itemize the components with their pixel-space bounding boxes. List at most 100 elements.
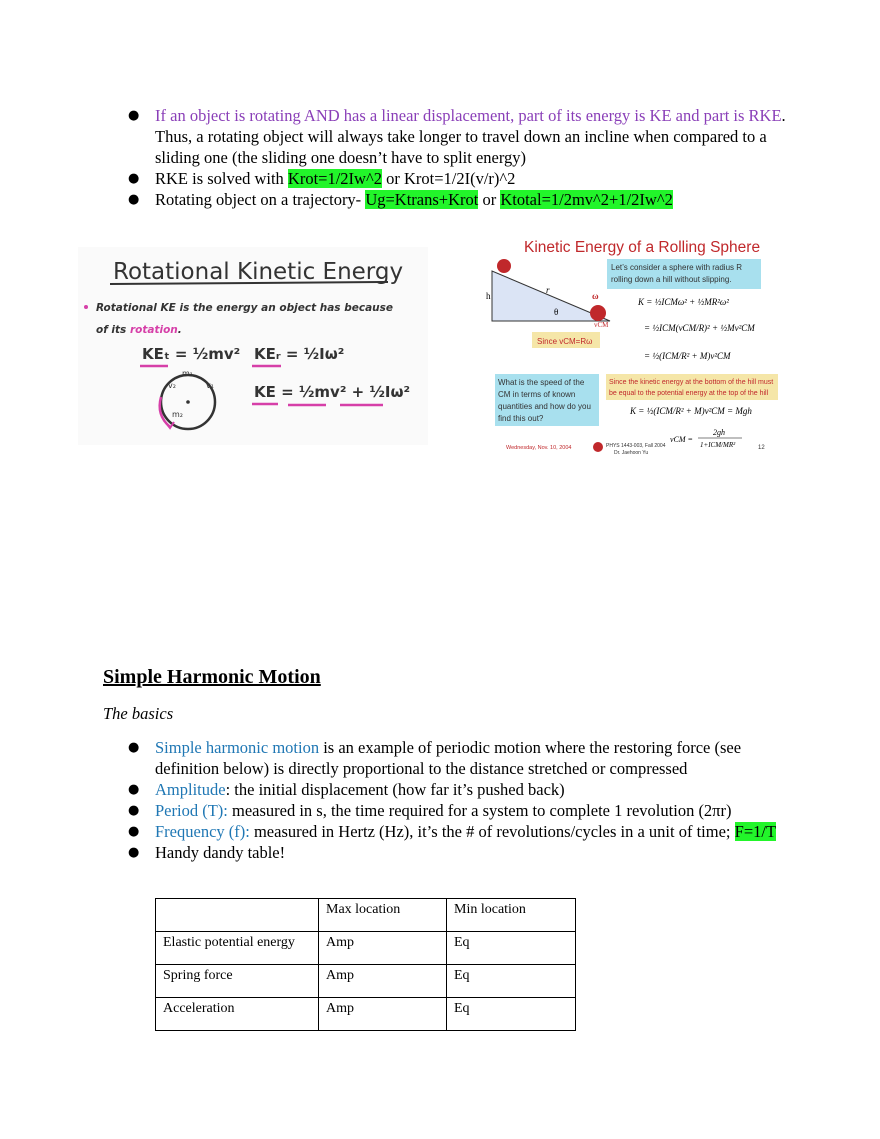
term-text: Amplitude [155, 780, 226, 799]
bullet-icon: ● [128, 824, 140, 839]
rke-line2: of its rotation. [96, 324, 182, 336]
ke-trans-formula: KEₜ = ½mv² [142, 345, 240, 363]
equation: = ½ICM(vCM/R)² + ½Mv²CM [644, 323, 755, 333]
slide-footer-name: Dr. Jaehoon Yu [614, 450, 648, 456]
bullet-text: is an example of periodic motion where t… [155, 738, 742, 778]
highlighted-formula: F=1/T [734, 822, 777, 841]
bullet-text: or [478, 190, 501, 209]
bullet-icon: ● [128, 192, 140, 207]
bullet-text: Rotating object on a trajectory- [155, 190, 366, 209]
table-row: Elastic potential energy Amp Eq [155, 931, 576, 965]
bullet-text: : the initial displacement (how far it’s… [225, 780, 565, 799]
ke-total-formula: KE = ½mv² + ½Iω² [254, 383, 410, 401]
table-row: Spring force Amp Eq [155, 964, 576, 998]
highlighted-formula: Ktotal=1/2mv^2+1/2Iw^2 [500, 190, 673, 209]
ke-rot-formula: KEᵣ = ½Iω² [254, 345, 344, 363]
mass-label: m₂ [172, 410, 183, 419]
slide-question-line: CM in terms of known [498, 390, 575, 399]
highlighted-formula: Ug=Ktrans+Krot [365, 190, 479, 209]
equation: vCM = [670, 435, 693, 444]
section-subtitle: The basics [103, 704, 174, 723]
table-cell: Eq [446, 964, 576, 998]
bullet-text: Handy dandy table! [155, 843, 286, 862]
bullet-text: RKE is solved with [155, 169, 288, 188]
table-cell: Spring force [155, 964, 319, 998]
list-item: ● RKE is solved with Krot=1/2Iw^2 or Kro… [128, 168, 788, 189]
table-cell: Elastic potential energy [155, 931, 319, 965]
table-cell: Min location [446, 898, 576, 932]
bullet-icon: ● [128, 845, 140, 860]
bullet-icon: ● [128, 782, 140, 797]
rolling-sphere-image: Kinetic Energy of a Rolling Sphere Let’s… [480, 233, 790, 461]
equation-numerator: 2gh [713, 428, 725, 437]
table-cell: Eq [446, 997, 576, 1031]
equation: K = ½(ICM/R² + M)v²CM = Mgh [629, 406, 752, 416]
bullet-text: . Thus, a rotating object will always ta… [155, 106, 786, 167]
velocity-label: v₁ [206, 381, 214, 390]
slide-title: Kinetic Energy of a Rolling Sphere [524, 239, 760, 256]
table-header-row: Max location Min location [155, 898, 576, 932]
table-cell: Eq [446, 931, 576, 965]
table-cell: Amp [318, 931, 447, 965]
bullet-highlight-text: If an object is rotating AND has a linea… [155, 106, 782, 125]
radius-label: r [546, 285, 550, 295]
table-cell: Amp [318, 997, 447, 1031]
slide-question-line: What is the speed of the [498, 378, 585, 387]
list-item: ● Handy dandy table! [128, 842, 788, 863]
bullet-icon: ● [128, 803, 140, 818]
rke-title: Rotational Kinetic Energy [113, 259, 403, 285]
bullet-text: measured in s, the time required for a s… [227, 801, 732, 820]
bullet-text: measured in Hertz (Hz), it’s the # of re… [249, 822, 735, 841]
table-cell [155, 898, 319, 932]
mass-label: m₁ [182, 369, 193, 378]
angle-label: θ [554, 307, 558, 317]
rotational-ke-illustration: Rotational Kinetic Energy Rotational KE … [84, 259, 410, 431]
rolling-sphere-slide: Kinetic Energy of a Rolling Sphere Let’s… [486, 239, 778, 456]
slide-question-line: quantities and how do you [498, 402, 591, 411]
shm-bullet-list: ● Simple harmonic motion is an example o… [128, 737, 788, 863]
bullet-icon: ● [128, 108, 140, 123]
list-item: ● Period (T): measured in s, the time re… [128, 800, 788, 821]
slide-page-number: 12 [758, 445, 765, 451]
list-item: ● Amplitude: the initial displacement (h… [128, 779, 788, 800]
equation: K = ½ICMω² + ½MR²ω² [637, 297, 729, 307]
bullet-icon: ● [128, 171, 140, 186]
term-text: Period (T): [155, 801, 228, 820]
slide-footer-date: Wednesday, Nov. 10, 2004 [506, 445, 571, 451]
omega-label: ω [592, 291, 599, 301]
list-item: ● Rotating object on a trajectory- Ug=Kt… [128, 189, 788, 210]
highlighted-formula: Krot=1/2Iw^2 [287, 169, 382, 188]
list-item: ● If an object is rotating AND has a lin… [128, 105, 788, 168]
table-cell: Amp [318, 964, 447, 998]
equation: = ½(ICM/R² + M)v²CM [644, 351, 731, 361]
slide-answer-line: be equal to the potential energy at the … [609, 390, 769, 397]
velocity-label: v₂ [168, 381, 176, 390]
bullet-icon: ● [128, 740, 140, 755]
slide-answer-line: Since the kinetic energy at the bottom o… [609, 379, 773, 386]
term-text: Frequency (f): [155, 822, 250, 841]
rotational-ke-image: Rotational Kinetic Energy Rotational KE … [78, 247, 428, 445]
height-label: h [486, 291, 491, 301]
energy-bullet-list: ● If an object is rotating AND has a lin… [128, 105, 788, 210]
slide-note-line: Let’s consider a sphere with radius R [611, 263, 742, 272]
sphere-icon [590, 305, 606, 321]
slide-note-line: rolling down a hill without slipping. [611, 275, 732, 284]
university-seal-icon [593, 442, 603, 452]
bullet-text: or Krot=1/2I(v/r)^2 [381, 169, 516, 188]
sphere-icon [497, 259, 511, 273]
slide-question-line: find this out? [498, 414, 544, 423]
since-note: Since vCM=Rω [537, 337, 592, 346]
rke-line1: Rotational KE is the energy an object ha… [96, 302, 393, 314]
list-item: ● Simple harmonic motion is an example o… [128, 737, 788, 779]
list-item: ● Frequency (f): measured in Hertz (Hz),… [128, 821, 788, 842]
table-cell: Max location [318, 898, 447, 932]
equation-denominator: 1+ICM/MR² [700, 441, 736, 449]
handy-dandy-table: Max location Min location Elastic potent… [155, 898, 576, 1031]
table-cell: Acceleration [155, 997, 319, 1031]
slide-footer-course: PHYS 1443-003, Fall 2004 [606, 443, 666, 449]
vcm-label: vCM [594, 321, 609, 329]
section-title: Simple Harmonic Motion [103, 666, 321, 688]
term-text: Simple harmonic motion [155, 738, 320, 757]
table-row: Acceleration Amp Eq [155, 997, 576, 1031]
